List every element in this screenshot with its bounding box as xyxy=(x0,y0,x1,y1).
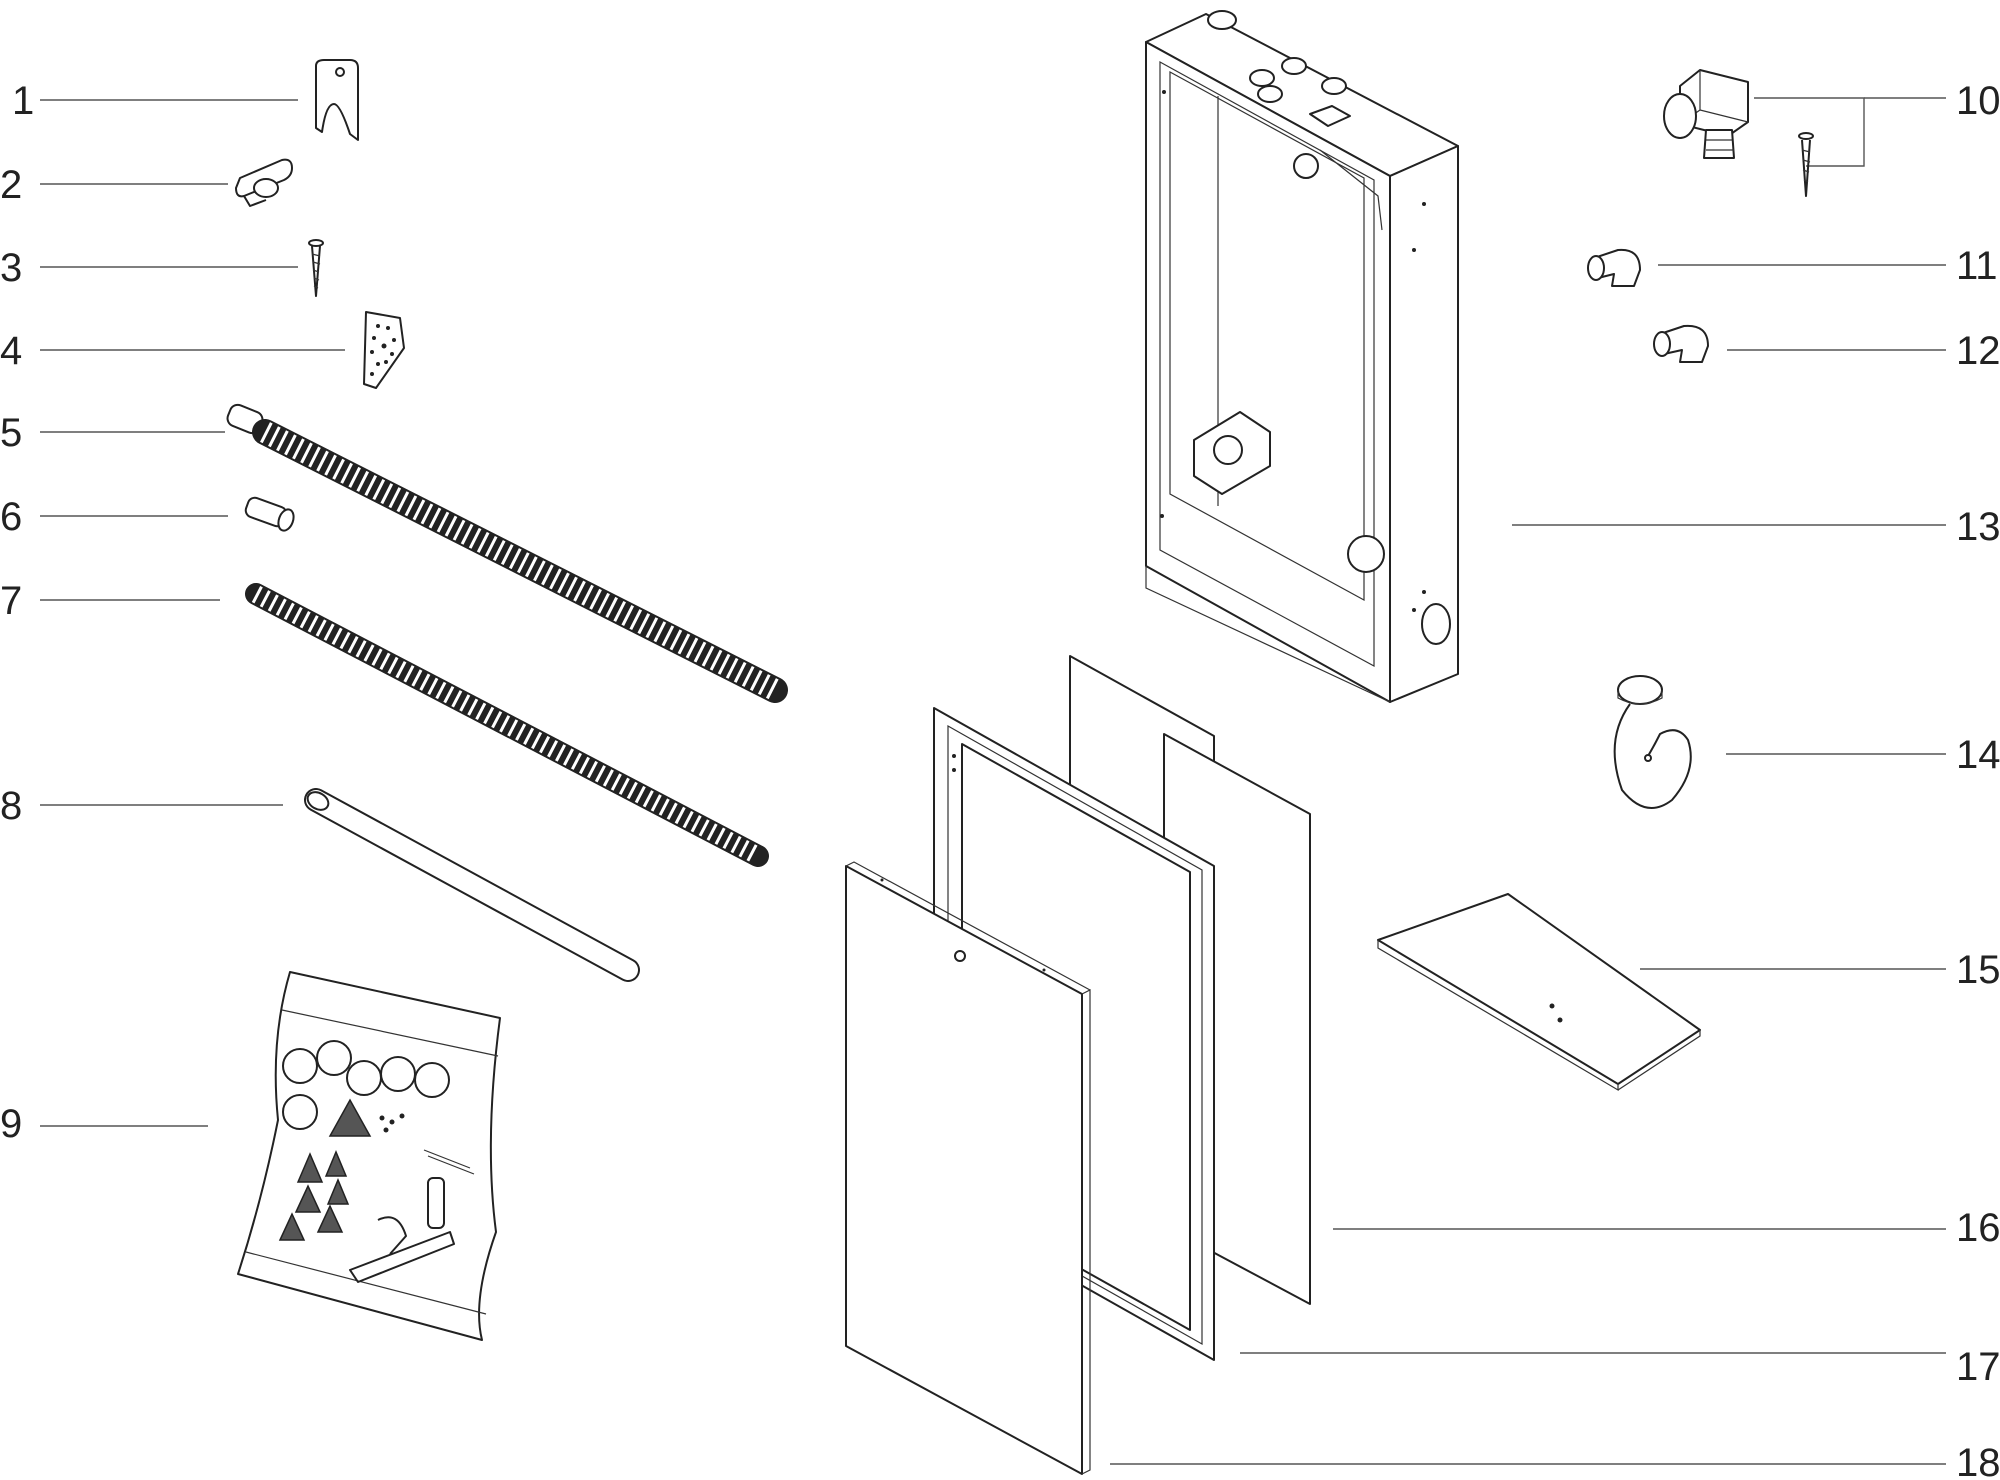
part-18-door xyxy=(845,861,1091,1475)
callout-6: 6 xyxy=(0,495,228,539)
part-9-accessory-bag xyxy=(237,971,501,1341)
part-10-angle-valve xyxy=(1663,69,1749,159)
callout-4: 4 xyxy=(0,329,345,373)
callout-16: 16 xyxy=(1333,1206,2000,1250)
callout-number: 1 xyxy=(12,79,34,123)
callout-3: 3 xyxy=(0,246,298,290)
callout-12: 12 xyxy=(1727,329,2000,373)
callout-number: 15 xyxy=(1956,948,2000,992)
callout-7: 7 xyxy=(0,579,220,623)
part-3-screw xyxy=(308,239,324,297)
part-8-tube xyxy=(304,788,640,982)
callout-number: 9 xyxy=(0,1102,22,1146)
part-11-elbow-fitting xyxy=(1587,248,1641,287)
callout-number: 14 xyxy=(1956,733,2000,777)
callout-number: 12 xyxy=(1956,329,2000,373)
callout-number: 3 xyxy=(0,246,22,290)
callout-number: 5 xyxy=(0,411,22,455)
callout-number: 2 xyxy=(0,163,22,207)
callout-number: 6 xyxy=(0,495,22,539)
part-5-corrugated-hose xyxy=(226,403,788,703)
callout-number: 10 xyxy=(1956,79,2000,123)
part-10-screw xyxy=(1798,132,1814,197)
callout-18: 18 xyxy=(1110,1441,2000,1480)
callout-17: 17 xyxy=(1240,1345,2000,1389)
callout-1: 1 xyxy=(12,79,298,123)
callout-9: 9 xyxy=(0,1102,208,1146)
callout-number: 17 xyxy=(1956,1345,2000,1389)
callout-number: 13 xyxy=(1956,505,2000,549)
callout-number: 4 xyxy=(0,329,22,373)
part-7-corrugated-hose xyxy=(245,583,769,867)
callout-number: 8 xyxy=(0,784,22,828)
callout-number: 16 xyxy=(1956,1206,2000,1250)
part-13-cabinet-housing xyxy=(1145,10,1459,703)
callout-number: 11 xyxy=(1956,244,1998,288)
callout-8: 8 xyxy=(0,784,283,828)
part-1-bracket-plate xyxy=(315,59,359,141)
callout-2: 2 xyxy=(0,163,228,207)
callout-number: 7 xyxy=(0,579,22,623)
part-4-mounting-plate xyxy=(363,311,405,389)
callout-15: 15 xyxy=(1640,948,2000,992)
callout-11: 11 xyxy=(1658,244,1998,288)
part-12-elbow-fitting xyxy=(1653,324,1709,363)
bag-contents xyxy=(278,1040,475,1283)
part-2-pipe-clip xyxy=(235,158,293,207)
part-14-sensor-cable xyxy=(1613,675,1692,809)
callout-13: 13 xyxy=(1512,505,2000,549)
callout-5: 5 xyxy=(0,411,225,455)
callout-10: 10 xyxy=(1754,79,2000,167)
callout-number: 18 xyxy=(1956,1441,2000,1480)
callout-14: 14 xyxy=(1726,733,2000,777)
part-15-cover-plate xyxy=(1377,893,1701,1092)
part-6-fitting xyxy=(244,496,295,532)
